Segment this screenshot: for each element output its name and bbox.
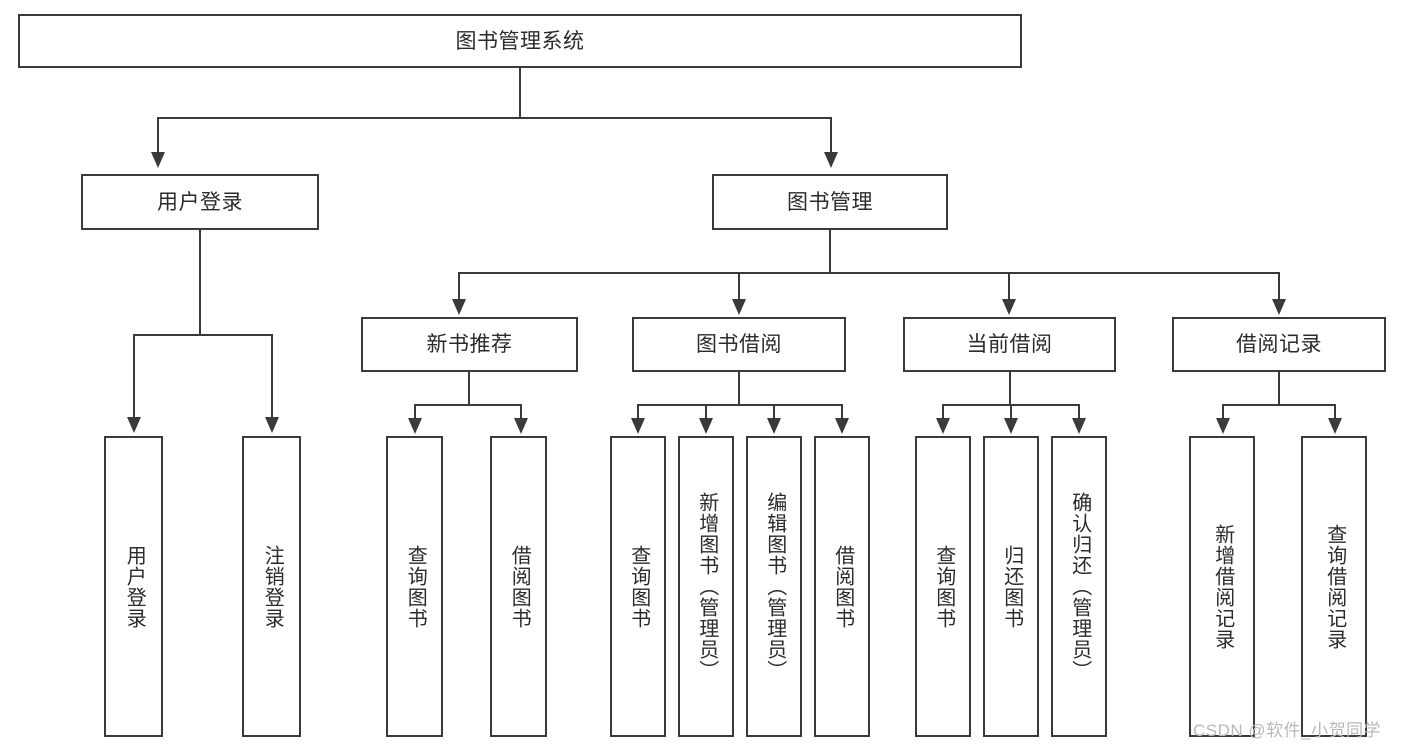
csdn-watermark: CSDN @软件_小贺同学: [1193, 721, 1382, 740]
arrowhead-leaf-book-borrow-4: [835, 418, 849, 434]
connector-level2-bus: [458, 272, 1280, 274]
connector-user-login-stem: [199, 230, 201, 335]
arrowhead-leaf-user-login-1: [127, 417, 141, 433]
node-user-login[interactable]: 用户登录: [81, 174, 319, 230]
leaf-borrow-add-book-admin[interactable]: 新增图书（管理员）: [678, 436, 734, 737]
leaf-label: 查询图书: [932, 544, 955, 629]
arrowhead-leaf-new-book-2: [514, 418, 528, 434]
leaf-new-book-query-book[interactable]: 查询图书: [386, 436, 443, 737]
connector-root-stem: [519, 68, 521, 118]
connector-drop-leaf-user-login-2: [271, 334, 273, 419]
leaf-label: 查询图书: [627, 544, 650, 629]
arrowhead-leaf-current-borrow-2: [1004, 418, 1018, 434]
connector-drop-leaf-current-borrow-3: [1078, 404, 1080, 420]
arrowhead-leaf-current-borrow-3: [1072, 418, 1086, 434]
arrowhead-leaf-current-borrow-1: [936, 418, 950, 434]
node-root-book-management-system[interactable]: 图书管理系统: [18, 14, 1022, 68]
connector-drop-leaf-current-borrow-2: [1010, 404, 1012, 420]
node-borrow-record[interactable]: 借阅记录: [1172, 317, 1386, 372]
leaf-label: 编辑图书（管理员）: [763, 492, 786, 681]
arrowhead-leaf-new-book-1: [408, 418, 422, 434]
leaf-label: 新增图书（管理员）: [695, 492, 718, 681]
leaf-borrow-edit-book-admin[interactable]: 编辑图书（管理员）: [746, 436, 802, 737]
connector-drop-user-login: [157, 117, 159, 155]
leaf-label: 用户登录: [123, 544, 146, 629]
connector-new-book-stem: [468, 372, 470, 405]
connector-book-borrow-bus: [637, 404, 842, 406]
connector-drop-leaf-book-borrow-4: [841, 404, 843, 420]
connector-drop-leaf-new-book-1: [414, 404, 416, 420]
leaf-label: 查询借阅记录: [1323, 523, 1346, 650]
connector-drop-leaf-book-borrow-2: [705, 404, 707, 420]
arrowhead-leaf-book-borrow-2: [699, 418, 713, 434]
connector-borrow-record-stem: [1278, 372, 1280, 405]
node-label: 图书管理系统: [455, 29, 585, 53]
node-current-borrow[interactable]: 当前借阅: [903, 317, 1116, 372]
arrowhead-borrow-record: [1272, 299, 1286, 315]
leaf-label: 借阅图书: [831, 544, 854, 629]
arrowhead-current-borrow: [1002, 299, 1016, 315]
arrowhead-leaf-borrow-record-1: [1216, 418, 1230, 434]
node-label: 当前借阅: [966, 333, 1053, 356]
connector-book-management-stem: [829, 230, 831, 273]
connector-borrow-record-bus: [1222, 404, 1336, 406]
leaf-label: 注销登录: [261, 544, 284, 629]
connector-drop-book-management: [830, 117, 832, 155]
connector-drop-new-book: [458, 272, 460, 302]
leaf-label: 新增借阅记录: [1211, 523, 1234, 650]
node-label: 图书管理: [787, 190, 873, 214]
connector-new-book-bus: [414, 404, 522, 406]
connector-drop-leaf-borrow-record-2: [1334, 404, 1336, 420]
connector-drop-borrow-record: [1278, 272, 1280, 302]
leaf-current-confirm-return-admin[interactable]: 确认归还（管理员）: [1051, 436, 1107, 737]
leaf-borrow-borrow-book[interactable]: 借阅图书: [814, 436, 870, 737]
connector-current-borrow-stem: [1009, 372, 1011, 405]
arrowhead-book-management: [824, 152, 838, 168]
leaf-label: 借阅图书: [508, 544, 531, 629]
arrowhead-leaf-book-borrow-3: [767, 418, 781, 434]
arrowhead-book-borrow: [732, 299, 746, 315]
node-label: 新书推荐: [426, 333, 513, 356]
node-label: 借阅记录: [1236, 333, 1322, 356]
arrowhead-leaf-borrow-record-2: [1328, 418, 1342, 434]
connector-drop-current-borrow: [1008, 272, 1010, 302]
node-book-borrow[interactable]: 图书借阅: [632, 317, 846, 372]
leaf-record-query-borrow-record[interactable]: 查询借阅记录: [1301, 436, 1367, 737]
node-new-book-recommend[interactable]: 新书推荐: [361, 317, 578, 372]
node-label: 用户登录: [157, 190, 243, 214]
leaf-label: 查询图书: [404, 544, 427, 629]
leaf-logout[interactable]: 注销登录: [242, 436, 301, 737]
connector-drop-leaf-book-borrow-1: [637, 404, 639, 420]
connector-drop-leaf-user-login-1: [133, 334, 135, 419]
connector-drop-book-borrow: [738, 272, 740, 302]
node-book-management[interactable]: 图书管理: [712, 174, 948, 230]
leaf-new-book-borrow-book[interactable]: 借阅图书: [490, 436, 547, 737]
node-label: 图书借阅: [696, 333, 782, 356]
connector-drop-leaf-book-borrow-3: [773, 404, 775, 420]
connector-book-borrow-stem: [738, 372, 740, 405]
connector-user-login-bus: [133, 334, 273, 336]
connector-drop-leaf-current-borrow-1: [942, 404, 944, 420]
leaf-user-login[interactable]: 用户登录: [104, 436, 163, 737]
leaf-current-query-book[interactable]: 查询图书: [915, 436, 971, 737]
arrowhead-leaf-user-login-2: [265, 417, 279, 433]
arrowhead-user-login: [151, 152, 165, 168]
leaf-record-add-borrow-record[interactable]: 新增借阅记录: [1189, 436, 1255, 737]
connector-drop-leaf-borrow-record-1: [1222, 404, 1224, 420]
leaf-label: 归还图书: [1000, 544, 1023, 629]
arrowhead-new-book: [452, 299, 466, 315]
connector-level1-bus: [157, 117, 832, 119]
leaf-borrow-query-book[interactable]: 查询图书: [610, 436, 666, 737]
arrowhead-leaf-book-borrow-1: [631, 418, 645, 434]
connector-drop-leaf-new-book-2: [520, 404, 522, 420]
leaf-label: 确认归还（管理员）: [1068, 492, 1091, 681]
leaf-current-return-book[interactable]: 归还图书: [983, 436, 1039, 737]
